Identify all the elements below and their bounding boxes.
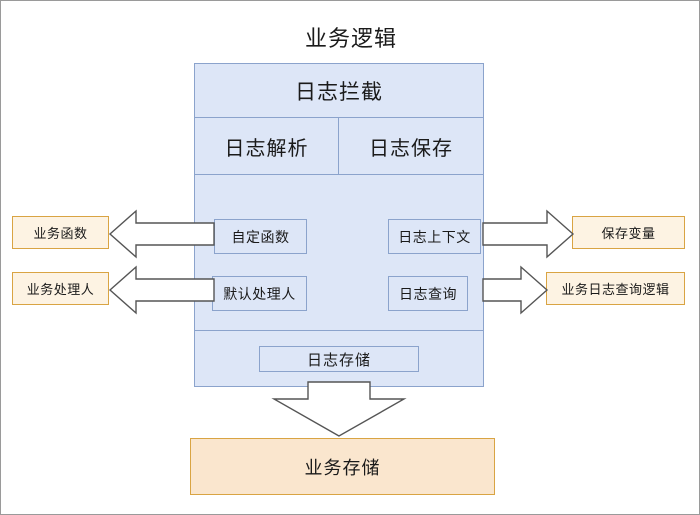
- inner-box-log-storage[interactable]: 日志存储: [259, 346, 419, 372]
- panel-storage-row: 日志存储: [195, 331, 483, 387]
- page-title: 业务逻辑: [304, 26, 397, 51]
- box-business-log-query-logic[interactable]: 业务日志查询逻辑: [546, 272, 685, 305]
- subsection-log-parse: 日志解析: [195, 118, 339, 174]
- panel-body: 自定函数 日志上下文 默认处理人 日志查询: [195, 175, 483, 331]
- inner-box-default-handler[interactable]: 默认处理人: [212, 276, 307, 311]
- inner-box-custom-function[interactable]: 自定函数: [214, 219, 307, 254]
- box-business-function[interactable]: 业务函数: [12, 216, 109, 249]
- inner-box-log-query[interactable]: 日志查询: [388, 276, 468, 311]
- arrow-log-context-to-save-variable: [482, 209, 575, 259]
- box-save-variable[interactable]: 保存变量: [572, 216, 685, 249]
- inner-box-log-context[interactable]: 日志上下文: [388, 219, 481, 254]
- arrow-log-query-to-business-log-query-logic: [482, 265, 549, 315]
- arrow-custom-function-to-business-function: [108, 209, 215, 259]
- log-interception-panel: 日志拦截 日志解析 日志保存 自定函数 日志上下文 默认处理人 日志查询 日志存…: [194, 63, 484, 387]
- panel-subsection-row: 日志解析 日志保存: [195, 118, 483, 175]
- arrow-default-handler-to-business-handler: [108, 265, 215, 315]
- panel-header-log-interception: 日志拦截: [195, 64, 483, 118]
- box-business-storage[interactable]: 业务存储: [190, 438, 495, 495]
- arrow-log-storage-to-business-storage: [271, 381, 407, 437]
- box-business-handler[interactable]: 业务处理人: [12, 272, 109, 305]
- subsection-log-save: 日志保存: [369, 137, 453, 160]
